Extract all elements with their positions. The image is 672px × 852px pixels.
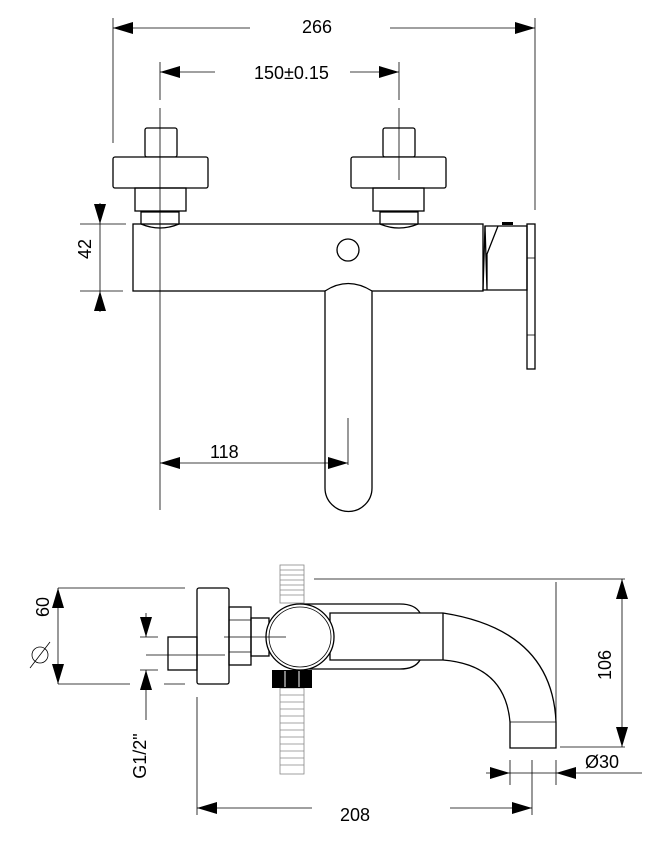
- top-view-faucet: [112, 127, 536, 513]
- side-view-dimensions: [29, 578, 642, 815]
- dimension-spout-diameter: Ø30: [585, 752, 620, 772]
- dimension-inlet-spacing: 150±0.15: [254, 63, 329, 83]
- dimension-flange-diameter: 60: [33, 596, 53, 618]
- dimension-overall-width: 266: [302, 17, 333, 37]
- dimension-height: 106: [595, 649, 615, 681]
- dimension-spout-offset: 118: [210, 442, 239, 462]
- side-view-faucet: [146, 564, 557, 775]
- top-view-dimensions: [80, 18, 536, 510]
- dimension-body-diameter: 42: [75, 238, 95, 260]
- dimension-thread: G1/2": [130, 733, 150, 779]
- dimension-projection: 208: [340, 805, 371, 825]
- shower-hose: [272, 564, 312, 775]
